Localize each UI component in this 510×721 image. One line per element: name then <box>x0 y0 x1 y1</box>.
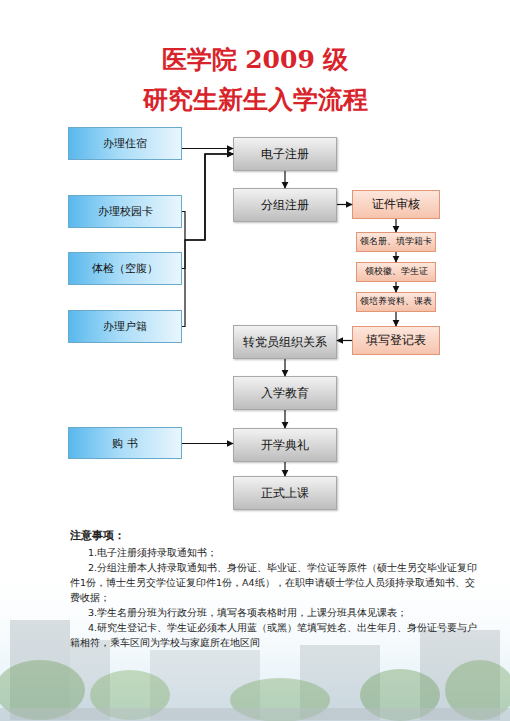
box-label: 办理住宿 <box>103 136 147 151</box>
flow-arrow <box>284 410 285 428</box>
notes-heading: 注意事项： <box>70 528 482 543</box>
box-label: 分组注册 <box>261 197 309 214</box>
check-step-box: 证件审核 <box>352 190 440 219</box>
flow-arrow <box>182 154 233 327</box>
flow-arrow <box>182 154 233 269</box>
box-label: 正式上课 <box>261 485 309 502</box>
box-label: 领培养资料、课表 <box>360 296 432 308</box>
check-step-box: 领培养资料、课表 <box>356 292 436 312</box>
flow-arrow <box>284 462 285 476</box>
note-text: 1.电子注册须持录取通知书； <box>70 545 482 560</box>
box-label: 领校徽、学生证 <box>365 266 428 278</box>
note-text: 3.学生名册分班为行政分班，填写各项表格时用，上课分班具体见课表； <box>70 605 482 620</box>
check-step-box: 填写登记表 <box>352 326 440 355</box>
check-step-box: 领名册、填学籍卡 <box>356 232 436 252</box>
box-label: 电子注册 <box>261 146 309 163</box>
flow-arrow <box>182 148 233 149</box>
flow-arrow <box>395 282 396 292</box>
task-box: 办理住宿 <box>68 127 182 160</box>
box-label: 体检（空腹） <box>92 261 158 276</box>
flow-arrow <box>337 204 352 205</box>
task-box: 体检（空腹） <box>68 252 182 285</box>
box-label: 填写登记表 <box>366 332 426 349</box>
flow-arrow <box>395 312 396 326</box>
flow-arrow <box>395 252 396 262</box>
box-label: 办理户籍 <box>103 319 147 334</box>
diagram-title: 医学院 2009 级 研究生新生入学流程 <box>105 40 405 120</box>
box-label: 入学教育 <box>261 385 309 402</box>
task-box: 办理户籍 <box>68 310 182 343</box>
road <box>0 708 510 721</box>
flow-arrow <box>182 443 233 444</box>
notes-block: 注意事项： 1.电子注册须持录取通知书；2.分组注册本人持录取通知书、身份证、毕业… <box>70 528 482 650</box>
process-box: 电子注册 <box>233 137 337 171</box>
flow-arrow <box>182 154 233 240</box>
flow-arrow <box>284 171 285 188</box>
flow-arrow <box>337 340 352 341</box>
box-label: 证件审核 <box>372 196 420 213</box>
task-box: 购 书 <box>68 427 182 459</box>
process-box: 分组注册 <box>233 188 337 222</box>
box-label: 领名册、填学籍卡 <box>360 236 432 248</box>
process-box: 开学典礼 <box>233 428 337 462</box>
process-box: 入学教育 <box>233 376 337 410</box>
check-step-box: 领校徽、学生证 <box>356 262 436 282</box>
note-text: 4.研究生登记卡、学生证必须本人用蓝（或黑）笔填写姓名、出生年月、身份证号要与户… <box>70 620 482 650</box>
box-label: 办理校园卡 <box>98 204 153 219</box>
box-label: 购 书 <box>112 436 138 451</box>
flow-arrow <box>284 359 285 376</box>
flow-arrow <box>395 219 396 232</box>
box-label: 开学典礼 <box>261 437 309 454</box>
box-label: 转党员组织关系 <box>243 334 327 351</box>
process-box: 正式上课 <box>233 476 337 510</box>
task-box: 办理校园卡 <box>68 195 182 228</box>
trees <box>0 660 510 721</box>
note-text: 2.分组注册本人持录取通知书、身份证、毕业证、学位证等原件（硕士生另交毕业证复印… <box>70 560 482 605</box>
process-box: 转党员组织关系 <box>233 325 337 359</box>
